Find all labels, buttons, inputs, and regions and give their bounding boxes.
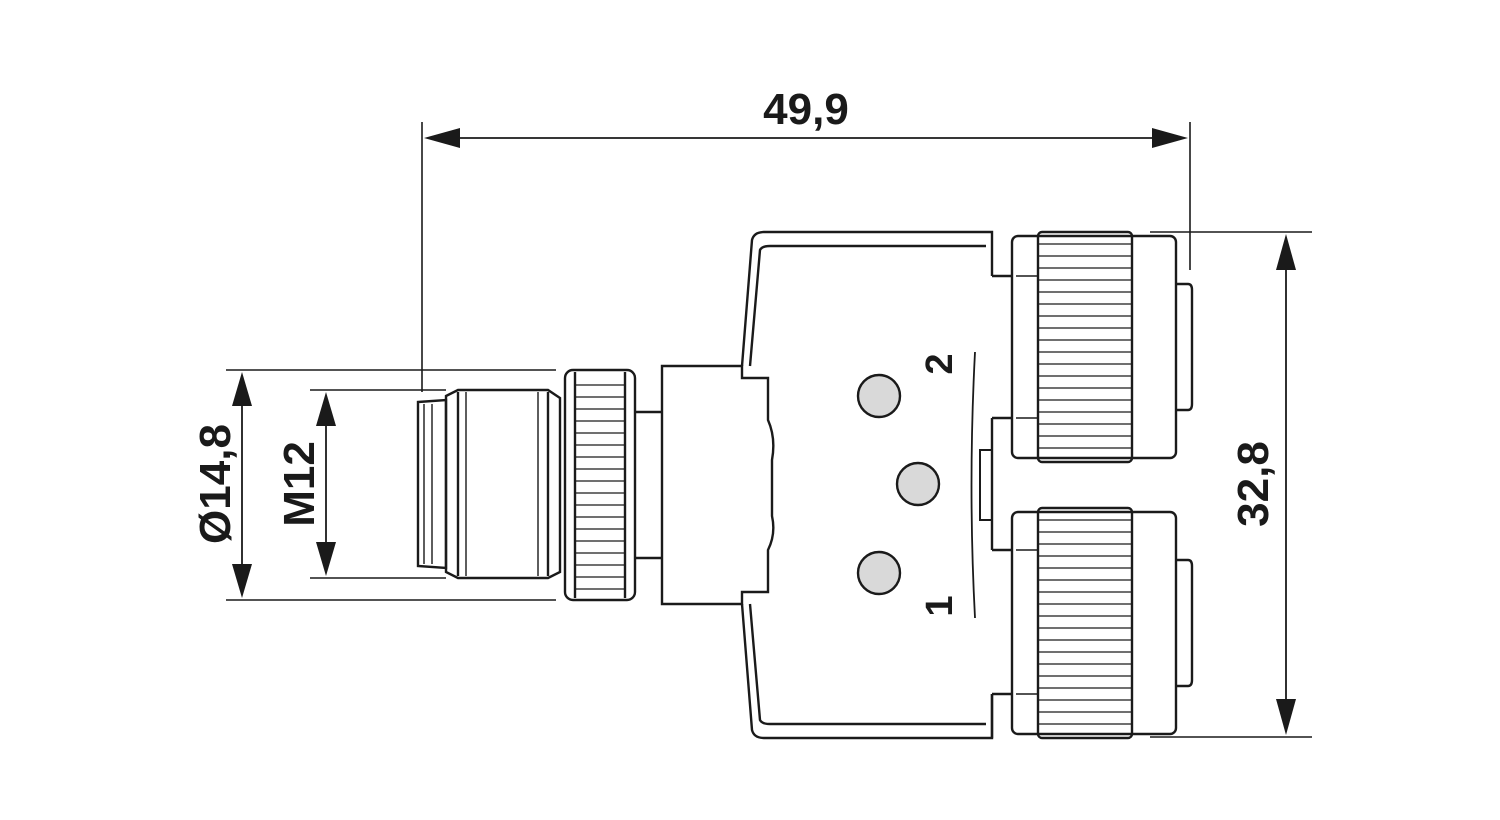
led-indicator-top bbox=[856, 373, 902, 419]
height-label: 32,8 bbox=[1229, 441, 1278, 527]
dimension-height: 32,8 bbox=[1150, 231, 1312, 738]
port-label-1: 1 bbox=[919, 595, 961, 616]
arrow-left-icon bbox=[424, 128, 460, 148]
arrow-down-icon bbox=[316, 542, 336, 576]
knurl-lines bbox=[1038, 519, 1132, 725]
y-distributor-body bbox=[660, 230, 1012, 740]
arrow-right-icon bbox=[1152, 128, 1188, 148]
arrow-up-icon bbox=[1276, 234, 1296, 270]
arrow-up-icon bbox=[232, 372, 252, 406]
thread-label: M12 bbox=[275, 441, 324, 527]
socket-port-2 bbox=[1010, 230, 1194, 464]
arrow-up-icon bbox=[316, 392, 336, 426]
dimension-diameter: Ø14,8 bbox=[191, 369, 556, 601]
socket-port-1 bbox=[1010, 506, 1194, 740]
led-indicator-middle bbox=[895, 461, 941, 507]
diameter-label: Ø14,8 bbox=[191, 424, 240, 544]
m12-plug bbox=[416, 368, 662, 602]
knurl-lines bbox=[575, 384, 625, 590]
port-label-2: 2 bbox=[919, 353, 961, 374]
dimension-thread: M12 bbox=[275, 389, 446, 579]
led-indicator-bottom bbox=[856, 550, 902, 596]
arrow-down-icon bbox=[1276, 699, 1296, 735]
knurl-lines bbox=[1038, 243, 1132, 449]
length-label: 49,9 bbox=[763, 85, 849, 134]
dimension-length: 49,9 bbox=[421, 85, 1191, 392]
led-indicators bbox=[856, 373, 941, 596]
arrow-down-icon bbox=[232, 564, 252, 598]
